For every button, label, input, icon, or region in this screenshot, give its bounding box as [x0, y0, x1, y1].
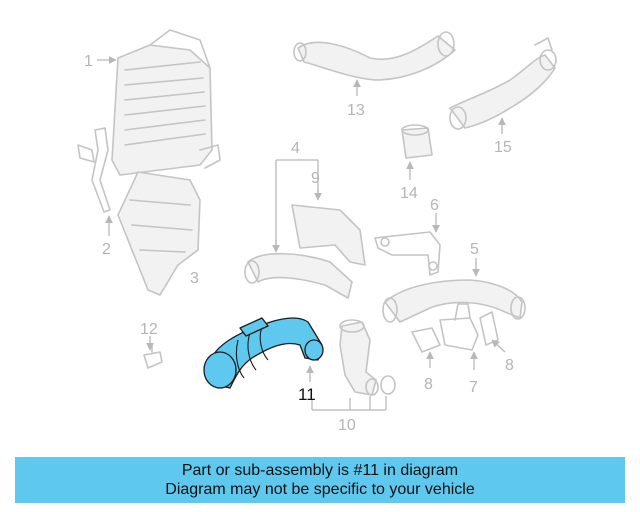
part-14-coupler[interactable] — [401, 124, 433, 159]
callout-7[interactable]: 7 — [469, 379, 478, 396]
callout-13[interactable]: 13 — [347, 102, 365, 119]
part-3-air-shroud[interactable] — [117, 171, 201, 296]
callout-2[interactable]: 2 — [102, 241, 111, 258]
banner-line-2: Diagram may not be specific to your vehi… — [165, 481, 475, 498]
callout-11[interactable]: 11 — [298, 385, 316, 404]
part-1-intercooler[interactable] — [111, 29, 221, 176]
part-15-right-hose[interactable] — [449, 37, 557, 130]
callout-4[interactable]: 4 — [291, 140, 300, 157]
callout-1[interactable]: 1 — [84, 53, 93, 70]
part-10-elbow-housing[interactable] — [339, 319, 396, 396]
part-6-bracket[interactable] — [374, 231, 441, 276]
callout-8-right[interactable]: 8 — [505, 357, 514, 374]
callout-5[interactable]: 5 — [470, 241, 479, 258]
part-5-hose[interactable] — [382, 279, 526, 323]
callout-9[interactable]: 9 — [311, 170, 320, 187]
leader-10 — [311, 396, 387, 411]
callout-8-left[interactable]: 8 — [424, 376, 433, 393]
part-13-upper-hose[interactable] — [293, 31, 456, 81]
callout-15[interactable]: 15 — [494, 139, 512, 156]
part-7-clamp[interactable] — [439, 303, 479, 351]
banner-line-1: Part or sub-assembly is #11 in diagram — [181, 462, 459, 479]
callout-6[interactable]: 6 — [430, 197, 439, 214]
part-8-clamp-right[interactable] — [479, 311, 499, 346]
part-9-heat-shield[interactable] — [291, 204, 366, 266]
info-banner: Part or sub-assembly is #11 in diagram D… — [15, 457, 625, 503]
callout-12[interactable]: 12 — [140, 321, 158, 338]
part-4-hose[interactable] — [244, 252, 353, 299]
part-11-intake-hose-highlighted[interactable] — [203, 317, 324, 389]
part-12-sensor[interactable] — [143, 344, 163, 369]
exploded-parts-diagram: 1 2 3 4 9 6 5 — [77, 29, 557, 434]
callout-10[interactable]: 10 — [338, 417, 356, 434]
leader-8b — [491, 339, 506, 353]
callout-14[interactable]: 14 — [400, 185, 418, 202]
callout-3[interactable]: 3 — [190, 270, 199, 287]
leader-4-9 — [275, 159, 319, 248]
part-2-bracket[interactable] — [77, 127, 111, 213]
part-8-clamp-left[interactable] — [411, 327, 441, 353]
